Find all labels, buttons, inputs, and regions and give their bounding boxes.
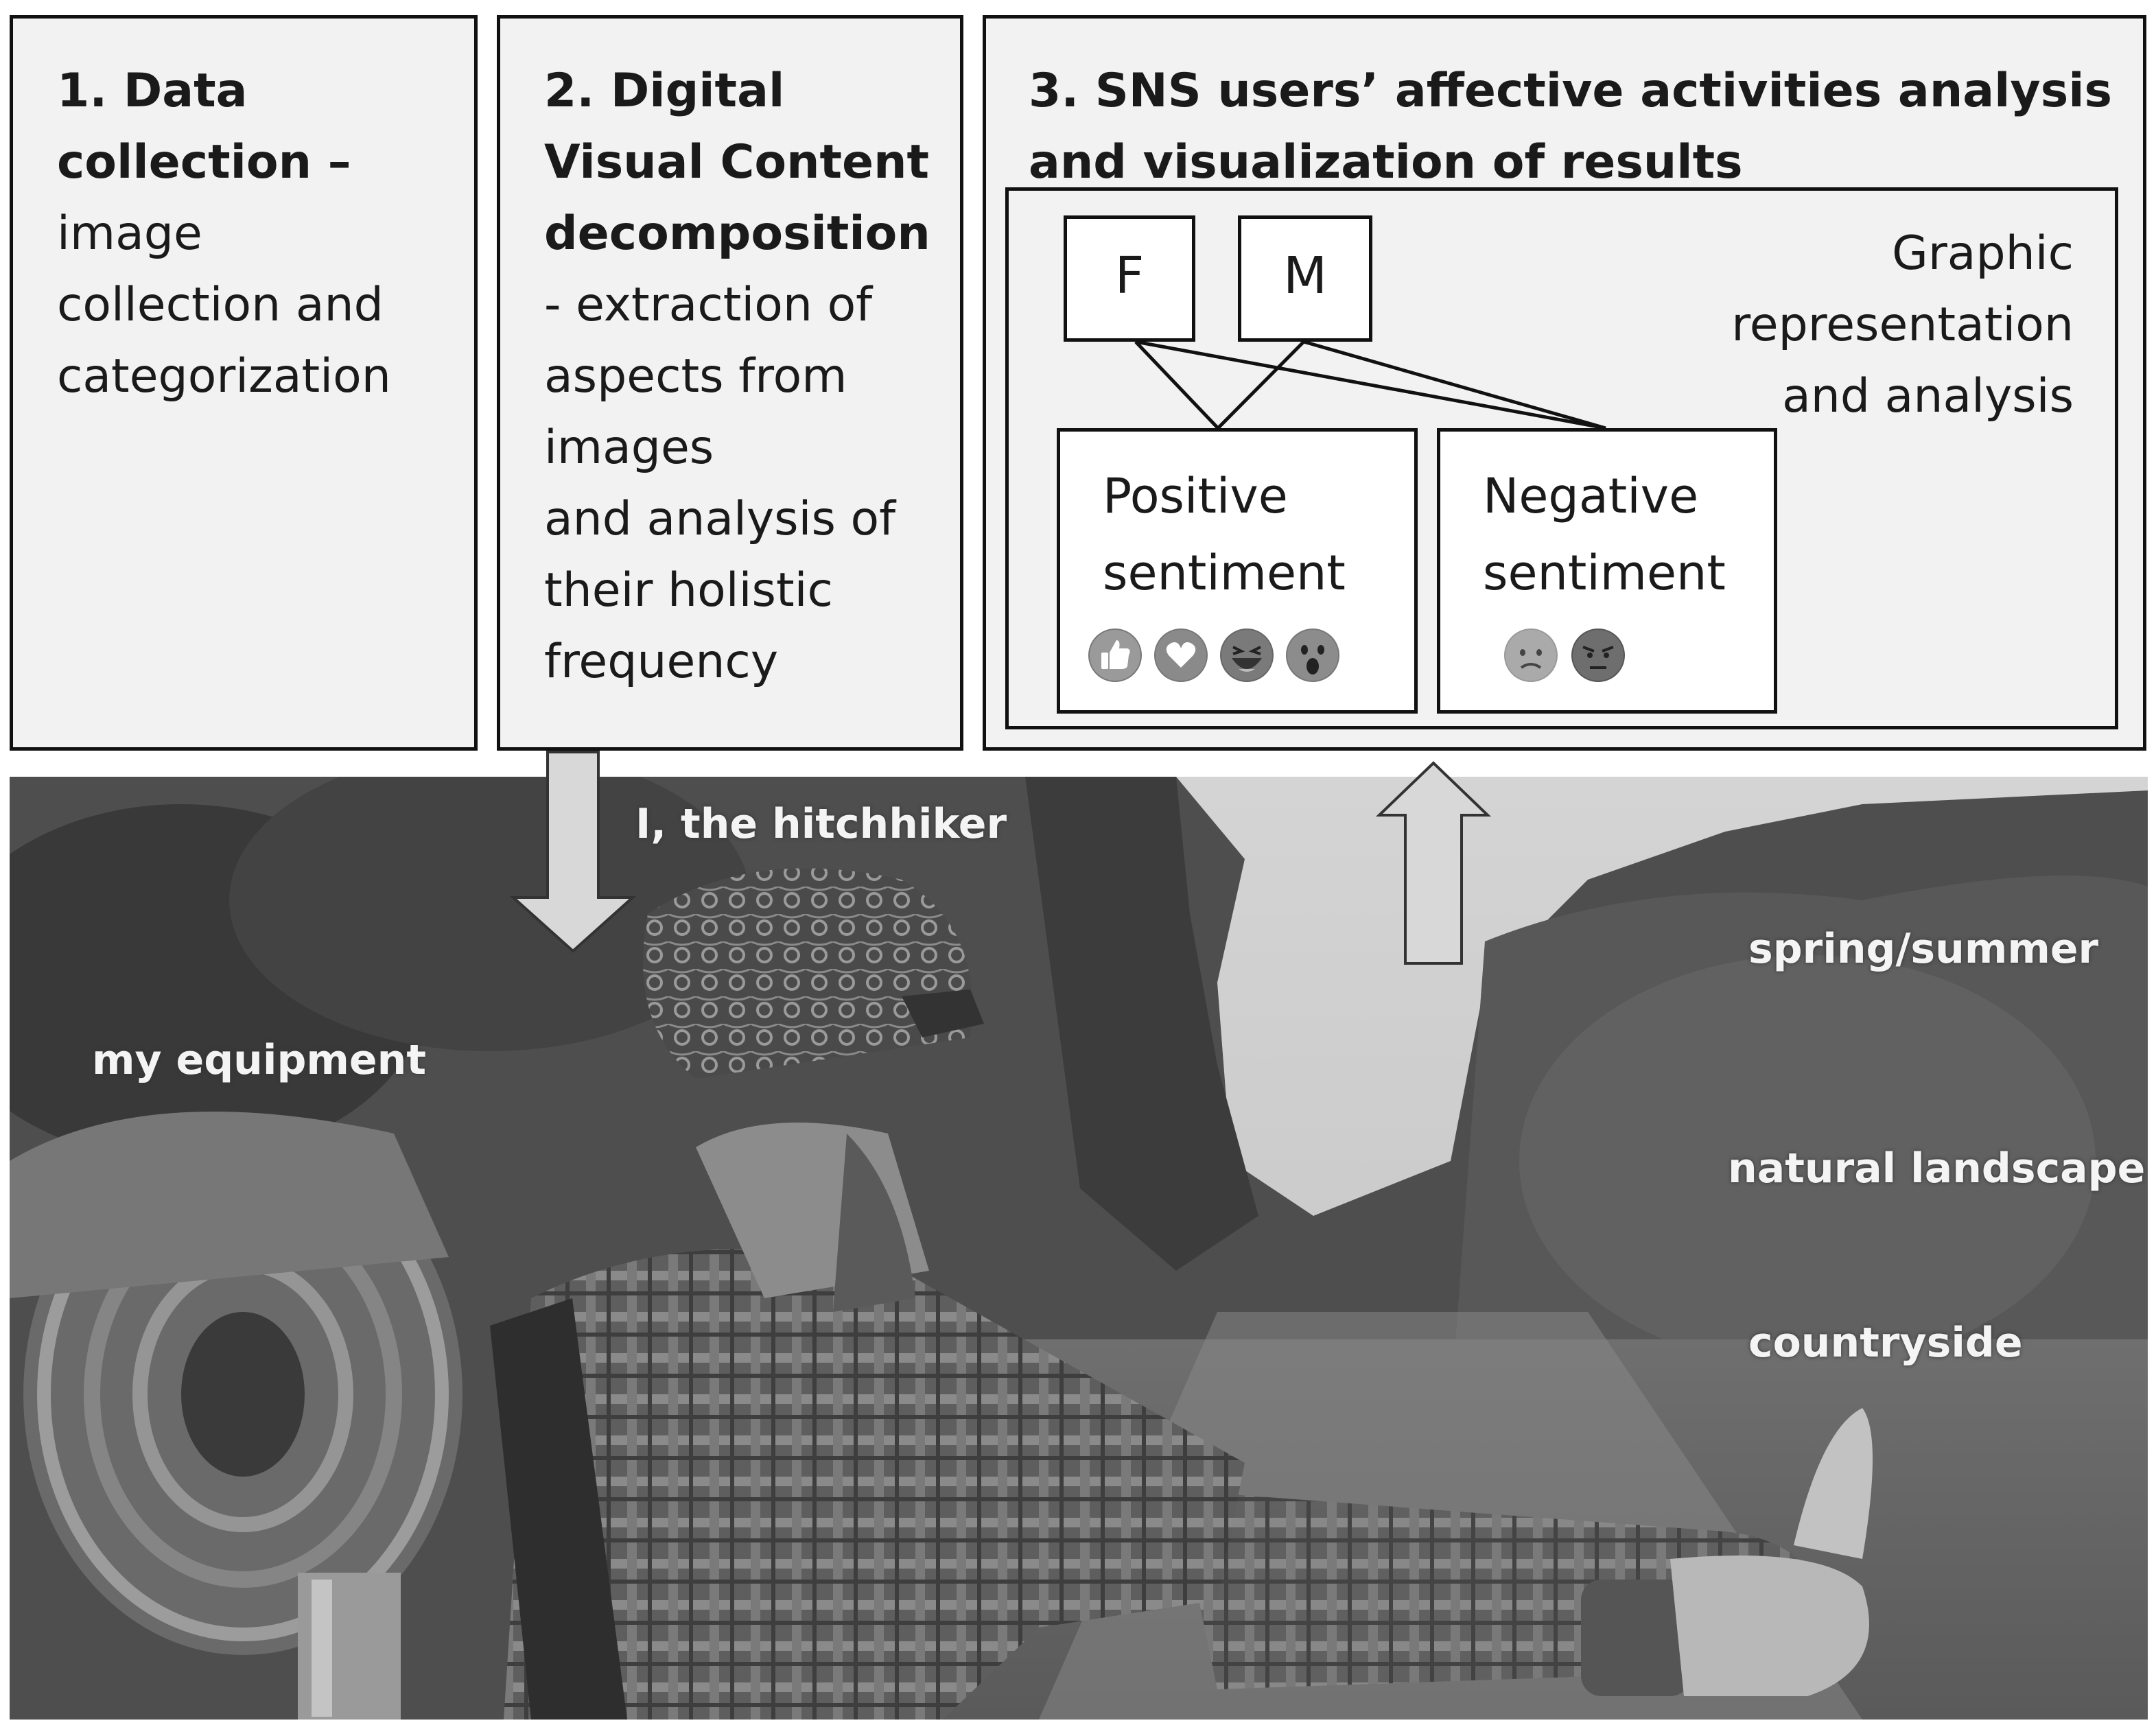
label-equipment: my equipment [92,1036,427,1084]
step2-box: 2. Digital Visual Content decomposition … [497,15,963,751]
angry-icon [1571,629,1625,682]
haha-icon [1220,629,1274,682]
step3-title-line1: 3. SNS users’ affective activities analy… [1029,64,2113,118]
graphic-label-line2: representation [1731,298,2074,352]
negative-label-line2: sentiment [1483,545,1726,601]
line-f-positive [1134,340,1219,430]
label-landscape: natural landscape [1728,1145,2146,1193]
label-countryside: countryside [1748,1319,2023,1367]
up-arrow-icon [1376,761,1491,965]
step2-desc-line2: aspects from [544,349,847,403]
step2-title-line3: decomposition [544,207,930,261]
hitchhiker-photo: I, the hitchhiker my equipment spring/su… [10,777,2148,1720]
line-f-negative [1135,340,1606,430]
wow-icon [1286,629,1339,682]
step3-title-line2: and visualization of results [1029,135,1743,189]
step1-desc-line3: categorization [57,349,391,403]
step2-title-line2: Visual Content [544,135,930,189]
down-arrow-icon [509,751,637,953]
step2-desc-line3: images [544,421,714,475]
step1-title-line2: collection – [57,135,351,189]
step2-desc-line4: and analysis of [544,492,896,546]
connector-lines [1134,340,1606,430]
positive-label-line1: Positive [1103,468,1288,524]
graphic-panel: Graphic representation and analysis F M … [1005,187,2118,729]
step1-desc-line1: image [57,207,202,261]
positive-label-line2: sentiment [1103,545,1346,601]
negative-sentiment-box: Negative sentiment [1437,428,1777,714]
graphic-label-line3: and analysis [1782,369,2074,423]
female-box: F [1064,215,1195,342]
label-season: spring/summer [1748,925,2099,973]
like-icon [1088,629,1142,682]
label-hitchhiker: I, the hitchhiker [635,800,1007,848]
sad-icon [1504,629,1558,682]
step1-desc-line2: collection and [57,278,384,332]
male-box: M [1238,215,1372,342]
photo-illustration [10,777,2148,1720]
step2-title-line1: 2. Digital [544,64,785,118]
negative-label-line1: Negative [1483,468,1699,524]
step1-box: 1. Data collection – image collection an… [10,15,478,751]
graphic-label-line1: Graphic [1892,226,2074,281]
step2-desc-line5: their holistic [544,563,833,618]
positive-sentiment-box: Positive sentiment [1057,428,1418,714]
female-label: F [1114,246,1145,305]
line-m-negative [1303,340,1606,430]
love-icon [1154,629,1208,682]
line-m-positive [1217,340,1305,430]
step1-title-line1: 1. Data [57,64,248,118]
step2-desc-line6: frequency [544,635,779,689]
male-label: M [1283,246,1327,305]
step3-box: 3. SNS users’ affective activities analy… [983,15,2146,751]
step2-desc-line1: - extraction of [544,278,873,332]
